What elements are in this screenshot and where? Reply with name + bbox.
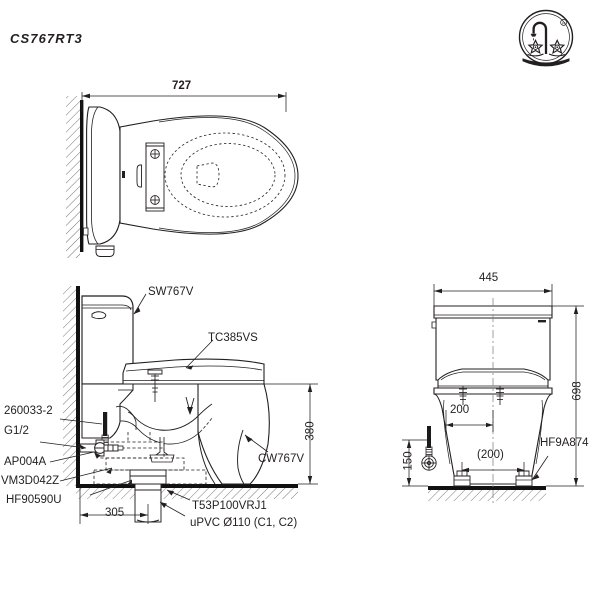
label-upvc: uPVC Ø110 (C1, C2)	[190, 517, 298, 529]
dim-200-line	[445, 410, 494, 432]
dim-150-line	[402, 439, 428, 487]
label-hf90590u: HF90590U	[6, 494, 62, 506]
toto-faucet-flower-logo: R	[505, 8, 587, 67]
dim-727-line	[81, 92, 287, 112]
label-vm3d042z: VM3D042Z	[1, 475, 60, 487]
label-cw767v: CW767V	[258, 453, 305, 465]
label-ap004a: AP004A	[4, 456, 47, 468]
label-t53p100vrj1: T53P100VRJ1	[192, 500, 267, 512]
front-elevation-view	[402, 284, 584, 504]
dim-200-paren-line	[461, 462, 525, 476]
label-hf9a874: HF9A874	[540, 437, 589, 449]
side-section-view	[39, 286, 318, 524]
dim-380-value: 380	[304, 421, 317, 441]
label-tc385vs: TC385VS	[208, 332, 258, 344]
top-plan-view	[66, 92, 299, 258]
dim-150-value: 150	[402, 451, 415, 471]
dim-200-value: 200	[450, 404, 470, 416]
dim-698-value: 698	[571, 381, 584, 401]
dim-200-paren-value: (200)	[477, 449, 504, 461]
page-title: CS767RT3	[10, 31, 83, 46]
dim-305-line	[79, 488, 149, 524]
label-sw767v: SW767V	[148, 286, 194, 298]
dim-727-value: 727	[172, 80, 192, 92]
dim-305-value: 305	[105, 507, 125, 519]
dim-445-value: 445	[479, 272, 499, 284]
dim-445-line	[433, 284, 553, 306]
label-260033-2: 260033-2	[4, 405, 53, 417]
dim-380-line	[264, 383, 318, 485]
svg-text:R: R	[562, 21, 565, 26]
dim-698-line	[546, 305, 584, 487]
label-g12: G1/2	[4, 425, 29, 437]
